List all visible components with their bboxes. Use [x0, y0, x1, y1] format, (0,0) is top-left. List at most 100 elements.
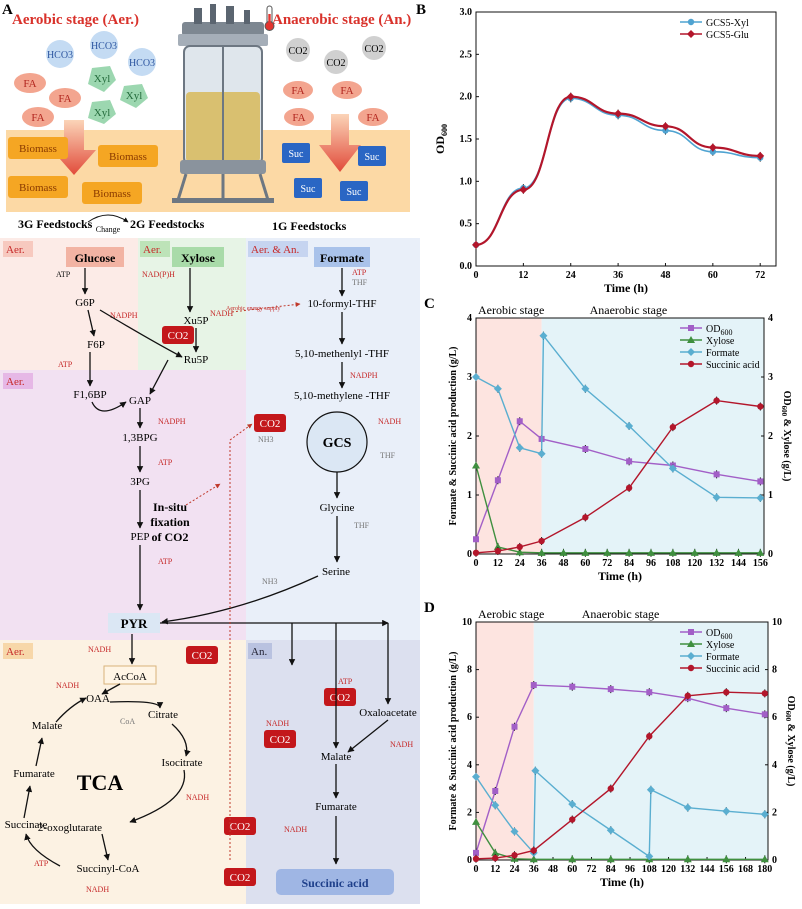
pyr-label: PYR	[121, 616, 148, 631]
data-point	[494, 477, 501, 484]
co2-bubble	[324, 50, 348, 74]
data-point	[625, 421, 634, 430]
nh3-label: NH3	[258, 435, 274, 444]
x-tick-label: 48	[660, 270, 670, 281]
nadh-label: NADH	[88, 645, 111, 654]
nadh-label: NADH	[284, 825, 307, 834]
isocitrate: Isocitrate	[162, 757, 203, 769]
fumarate-an: Fumarate	[315, 801, 357, 813]
data-point	[687, 664, 695, 672]
co2-label: CO2	[327, 58, 346, 69]
series-line	[475, 769, 765, 858]
x-tick-label: 156	[719, 864, 734, 875]
data-point	[626, 458, 633, 465]
pep: PEP	[131, 531, 150, 543]
legend-label: Xylose	[706, 640, 735, 651]
y2-tick-label: 6	[772, 712, 777, 723]
data-point	[712, 493, 721, 502]
data-point	[669, 423, 677, 431]
series-line	[475, 97, 761, 246]
formate-bubble	[284, 108, 314, 126]
data-point	[516, 543, 523, 551]
aerobic-stage-title: Aerobic stage (Aer.)	[12, 12, 139, 28]
x-axis-label: Time (h)	[598, 569, 642, 583]
data-point	[646, 785, 655, 794]
series-line	[475, 333, 761, 499]
x-tick-label: 12	[518, 270, 528, 281]
y-axis-label-right: OD600 & Xylose (g/L)	[784, 696, 796, 787]
tag-text: Aer.	[6, 646, 25, 658]
data-point	[687, 18, 695, 26]
change-label: Change	[96, 225, 121, 234]
data-point	[614, 109, 623, 118]
y-tick-label: 1.5	[460, 134, 473, 145]
x-tick-label: 24	[566, 270, 576, 281]
tag-text: An.	[251, 646, 267, 658]
data-point	[566, 92, 575, 101]
x-axis-label: Time (h)	[604, 281, 648, 295]
data-point	[472, 772, 480, 781]
x-tick-label: 0	[474, 864, 479, 875]
data-point	[472, 373, 480, 381]
y-tick-label: 0	[467, 855, 472, 866]
co2-box	[224, 868, 256, 886]
nadh-label: NADH	[210, 309, 233, 318]
data-point	[683, 803, 692, 812]
y2-tick-label: 4	[772, 760, 777, 771]
atp-label: ATP	[158, 458, 173, 467]
suc-label: Suc	[365, 152, 381, 163]
x-tick-label: 12	[493, 558, 503, 569]
bpg13: 1,3BPG	[122, 432, 157, 444]
x-tick-label: 36	[613, 270, 623, 281]
x-tick-label: 60	[567, 864, 577, 875]
tag-aer	[3, 373, 33, 389]
data-point	[723, 705, 730, 712]
co2-text: CO2	[192, 650, 213, 662]
series-line	[475, 821, 765, 860]
atp-label: ATP	[352, 268, 367, 277]
co2-text: CO2	[168, 330, 189, 342]
insitu-line3: of CO2	[152, 530, 189, 544]
data-point	[687, 640, 695, 647]
nh3-label: NH3	[262, 577, 278, 586]
co2-recycle-arrow	[229, 423, 253, 860]
xu5p: Xu5P	[183, 315, 208, 327]
co2-box	[264, 730, 296, 748]
stage-label: Anaerobic stage	[582, 607, 660, 621]
biomass-box	[82, 182, 142, 204]
data-point	[603, 548, 612, 556]
glucose-box	[66, 247, 124, 267]
data-point	[756, 548, 765, 556]
x-tick-label: 180	[757, 864, 772, 875]
tag-text: Aer.	[143, 244, 162, 256]
atp-label: ATP	[158, 557, 173, 566]
atp-label: ATP	[56, 270, 71, 279]
malate: Malate	[32, 720, 63, 732]
y-tick-label: 0.0	[460, 261, 473, 272]
thf-label: THF	[352, 278, 368, 287]
atp-label: ATP	[338, 677, 353, 686]
data-point	[568, 800, 577, 809]
formate-bubble	[14, 73, 46, 93]
biomass-label: Biomass	[19, 182, 57, 194]
legend-label: Succinic acid	[706, 360, 760, 371]
legend-label: Succinic acid	[706, 664, 760, 675]
serine: Serine	[322, 566, 350, 578]
co2-box	[162, 326, 194, 344]
y2-tick-label: 0	[772, 855, 777, 866]
tag-text: Aer.	[6, 376, 25, 388]
xyl-label: Xyl	[94, 107, 111, 119]
tag-aer	[140, 241, 170, 257]
y2-tick-label: 2	[768, 431, 773, 442]
xylose-shape	[88, 66, 116, 92]
data-point	[493, 542, 502, 550]
co2-box	[324, 688, 356, 706]
formate-box	[314, 247, 370, 267]
data-point	[472, 855, 480, 863]
oaa: OAA	[86, 693, 110, 705]
coa-label: CoA	[120, 717, 135, 726]
fa-label: FA	[366, 112, 379, 124]
fa-label: FA	[58, 93, 71, 105]
hco3-label: HCO3	[47, 50, 73, 61]
